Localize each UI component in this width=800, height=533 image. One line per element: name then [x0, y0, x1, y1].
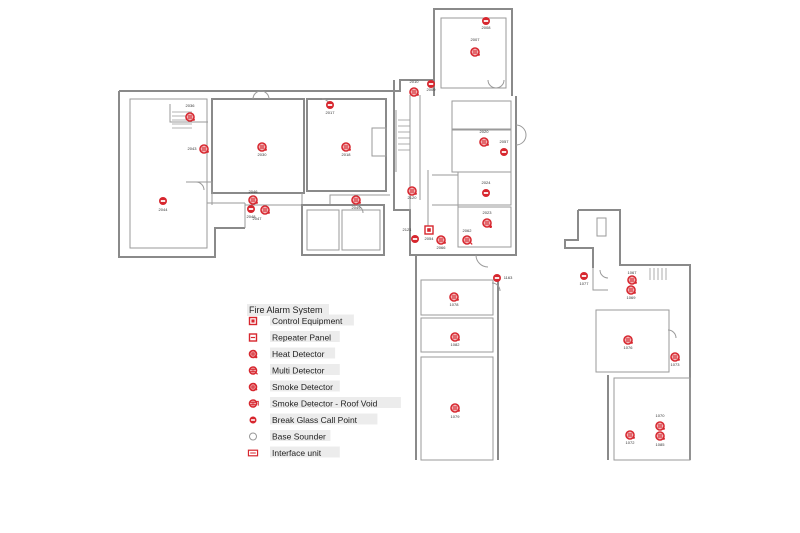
- break-glass-call-point-icon: [500, 148, 508, 156]
- device-label: 1070: [656, 413, 666, 418]
- control-equipment-icon: [248, 316, 258, 326]
- smoke-detector-icon: [655, 421, 665, 431]
- legend-item-label: Interface unit: [272, 448, 322, 458]
- device-label: 2017: [326, 110, 336, 115]
- device-label: 1067: [628, 270, 638, 275]
- legend-item-label: Smoke Detector: [272, 382, 333, 392]
- device-label: 2008: [482, 25, 492, 30]
- device-label: 2120: [408, 195, 418, 200]
- device-label: 1072: [626, 440, 636, 445]
- break-glass-call-point-icon: [482, 17, 490, 25]
- device-label: 2121: [403, 227, 413, 232]
- interface-unit-icon: [247, 449, 259, 457]
- device-label: 1163: [504, 275, 513, 280]
- multi-detector-icon: [248, 366, 258, 375]
- legend: Fire Alarm System Control EquipmentRepea…: [247, 304, 401, 458]
- device-label: 1073: [671, 362, 681, 367]
- legend-title: Fire Alarm System: [249, 305, 323, 315]
- device-label: 2046: [249, 189, 259, 194]
- smoke-detector-icon: [407, 186, 417, 196]
- break-glass-call-point-icon: [580, 272, 588, 280]
- device-label: 1082: [451, 342, 461, 347]
- smoke-detector-icon: [248, 382, 258, 392]
- smoke-detector-icon: [257, 142, 267, 152]
- smoke-detector-icon: [625, 430, 635, 440]
- device-label: 2044: [159, 207, 169, 212]
- device-label: 2007: [471, 37, 481, 42]
- walls: [118, 8, 691, 461]
- legend-item-label: Break Glass Call Point: [272, 415, 358, 425]
- multi-detector-icon: [462, 235, 473, 245]
- devices: 2007 2008 2009 2010 2017 2018 2030 2036 2043 2044…: [159, 17, 681, 447]
- device-label: 2049: [352, 205, 362, 210]
- base-sounder-icon: [249, 432, 257, 441]
- device-label: 2054: [425, 236, 435, 241]
- device-label: 2024: [482, 180, 492, 185]
- smoke-detector-icon: [450, 403, 460, 413]
- smoke-detector-icon: [623, 335, 633, 345]
- device-label: 2020: [480, 129, 490, 134]
- smoke-detector-icon: [436, 235, 446, 245]
- smoke-detector-roof-void-icon: [248, 399, 259, 408]
- device-label: 2043: [188, 146, 198, 151]
- heat-detector-icon: [482, 218, 492, 229]
- legend-item-label: Repeater Panel: [272, 333, 331, 343]
- smoke-detector-icon: [655, 431, 665, 441]
- device-label: 2057: [500, 139, 510, 144]
- device-label: 1079: [451, 414, 461, 419]
- device-label: 2036: [186, 103, 196, 108]
- smoke-detector-icon: [260, 205, 270, 215]
- device-label: 2030: [258, 152, 268, 157]
- legend-item-label: Heat Detector: [272, 349, 325, 359]
- smoke-detector-icon: [351, 195, 361, 205]
- smoke-detector-icon: [185, 112, 195, 122]
- break-glass-call-point-icon: [249, 416, 257, 424]
- break-glass-call-point-icon: [326, 101, 334, 109]
- break-glass-call-point-icon: [482, 189, 490, 197]
- device-label: 2010: [410, 79, 420, 84]
- device-label: 1077: [580, 281, 590, 286]
- smoke-detector-icon: [470, 47, 480, 57]
- device-label: 2048: [247, 214, 257, 219]
- device-label: 2023: [483, 210, 493, 215]
- break-glass-call-point-icon: [159, 197, 167, 205]
- legend-item-label: Base Sounder: [272, 432, 326, 442]
- break-glass-call-point-icon: [493, 274, 501, 282]
- break-glass-call-point-icon: [411, 235, 419, 243]
- device-label: 1069: [627, 295, 637, 300]
- break-glass-call-point-icon: [427, 80, 435, 88]
- doors: [195, 79, 677, 339]
- legend-item-label: Multi Detector: [272, 366, 325, 376]
- device-label: 2018: [342, 152, 352, 157]
- smoke-detector-icon: [626, 285, 636, 295]
- smoke-detector-icon: [409, 87, 419, 97]
- smoke-detector-icon: [450, 332, 460, 342]
- smoke-detector-icon: [479, 137, 489, 147]
- heat-detector-icon: [248, 349, 258, 359]
- smoke-detector-icon: [341, 142, 351, 152]
- smoke-detector-icon: [199, 144, 209, 154]
- smoke-detector-icon: [670, 352, 680, 362]
- break-glass-call-point-icon: [247, 205, 255, 213]
- device-label: 2047: [253, 216, 263, 221]
- device-label: 2066: [437, 245, 447, 250]
- device-label: 2009: [427, 87, 437, 92]
- smoke-detector-icon: [449, 292, 459, 302]
- legend-item-label: Smoke Detector - Roof Void: [272, 399, 378, 409]
- device-label: 1078: [450, 302, 460, 307]
- legend-item-label: Control Equipment: [272, 316, 343, 326]
- smoke-detector-icon: [627, 275, 637, 285]
- smoke-detector-icon: [248, 195, 258, 205]
- device-label: 1085: [656, 442, 666, 447]
- control-equipment-icon: [424, 225, 434, 235]
- repeater-panel-icon: [248, 333, 258, 342]
- device-label: 2062: [463, 228, 473, 233]
- device-label: 1076: [624, 345, 634, 350]
